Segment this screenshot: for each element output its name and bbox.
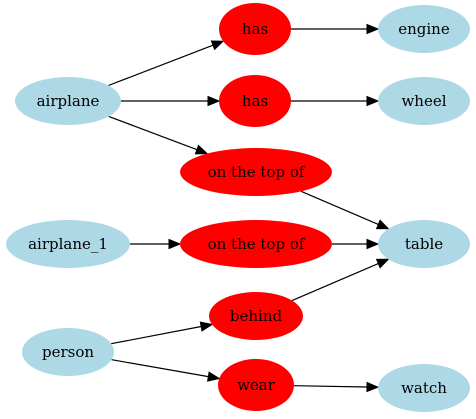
relation-node-wear: wear <box>218 359 294 411</box>
arrowhead-icon <box>366 95 380 107</box>
object-node-wheel: wheel <box>378 77 470 125</box>
node-label: wheel <box>401 92 446 110</box>
node-ellipse <box>378 220 470 268</box>
node-ellipse <box>219 3 291 55</box>
arrowhead-icon <box>375 258 390 269</box>
object-node-airplane: airplane <box>15 77 121 125</box>
object-node-person: person <box>22 328 114 376</box>
node-label: watch <box>401 379 447 397</box>
edge-line <box>291 263 379 302</box>
edge-line <box>108 44 214 87</box>
object-node-table: table <box>378 220 470 268</box>
object-node-airplane_1: airplane_1 <box>6 220 130 268</box>
node-ellipse <box>180 220 332 268</box>
arrowhead-icon <box>194 144 209 155</box>
node-ellipse <box>180 148 332 196</box>
node-ellipse <box>15 77 121 125</box>
edge-line <box>111 359 209 378</box>
node-label: has <box>242 92 268 110</box>
arrowhead-icon <box>375 219 390 230</box>
object-node-watch: watch <box>378 364 470 412</box>
node-label: behind <box>230 307 283 325</box>
node-ellipse <box>378 77 470 125</box>
node-ellipse <box>209 292 303 340</box>
relation-node-on_top_2: on the top of <box>180 220 332 268</box>
node-label: table <box>405 235 443 253</box>
edge-airplane-to-on_top_1 <box>108 115 209 155</box>
relation-node-behind: behind <box>209 292 303 340</box>
relation-node-has_2: has <box>219 75 291 127</box>
node-ellipse <box>219 75 291 127</box>
edge-behind-to-table <box>291 258 390 302</box>
node-label: engine <box>398 20 450 38</box>
arrowhead-icon <box>366 238 380 250</box>
edge-has_1-to-engine <box>291 23 380 35</box>
relation-node-has_1: has <box>219 3 291 55</box>
node-label: has <box>242 20 268 38</box>
edge-wear-to-watch <box>293 381 380 393</box>
edge-airplane_1-to-on_top_2 <box>130 238 182 250</box>
node-ellipse <box>218 359 294 411</box>
edge-person-to-behind <box>111 321 214 345</box>
arrowhead-icon <box>168 238 182 250</box>
node-ellipse <box>22 328 114 376</box>
node-ellipse <box>378 364 470 412</box>
edge-has_2-to-wheel <box>291 95 380 107</box>
node-label: on the top of <box>208 235 306 253</box>
edge-on_top_1-to-table <box>300 190 390 230</box>
edge-airplane-to-has_1 <box>108 40 225 87</box>
edges-layer <box>108 23 390 393</box>
arrowhead-icon <box>206 371 221 382</box>
node-label: airplane <box>37 92 100 110</box>
edge-airplane-to-has_2 <box>121 95 221 107</box>
arrowhead-icon <box>366 381 380 393</box>
node-ellipse <box>378 5 470 53</box>
arrowhead-icon <box>210 40 225 51</box>
edge-line <box>111 325 202 345</box>
edge-line <box>293 385 368 388</box>
object-node-engine: engine <box>378 5 470 53</box>
arrowhead-icon <box>199 321 214 332</box>
edge-line <box>108 115 198 151</box>
edge-line <box>300 190 379 225</box>
node-label: wear <box>237 376 276 394</box>
relation-node-on_top_1: on the top of <box>180 148 332 196</box>
arrowhead-icon <box>207 95 221 107</box>
edge-on_top_2-to-table <box>332 238 380 250</box>
node-label: on the top of <box>208 163 306 181</box>
node-ellipse <box>6 220 130 268</box>
edge-person-to-wear <box>111 359 221 382</box>
node-label: airplane_1 <box>28 235 108 253</box>
arrowhead-icon <box>366 23 380 35</box>
node-label: person <box>42 343 94 361</box>
